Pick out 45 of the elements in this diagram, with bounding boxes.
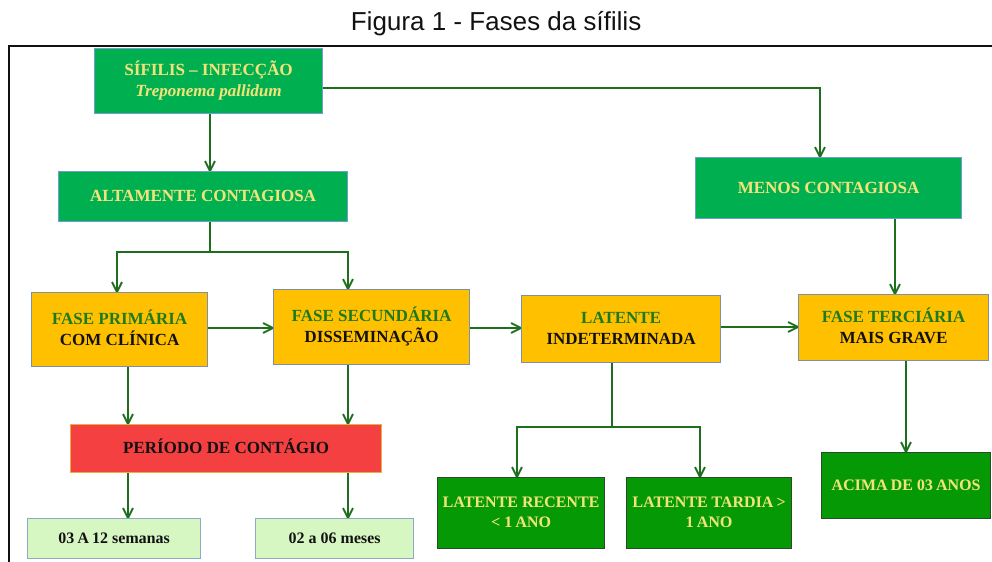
process-box	[437, 477, 605, 549]
process-box	[798, 294, 989, 361]
process-box	[255, 518, 414, 559]
box-text: MAIS GRAVE	[840, 328, 948, 348]
box-text: FASE PRIMÁRIA	[52, 308, 188, 330]
arrow	[122, 367, 134, 425]
arrow	[470, 322, 522, 334]
box-text: COM CLÍNICA	[60, 330, 180, 350]
process-box	[27, 518, 201, 559]
arrow	[342, 365, 354, 425]
arrow	[323, 87, 826, 158]
figure-title: Figura 1 - Fases da sífilis	[350, 6, 642, 37]
box-text: Treponema pallidum	[135, 81, 282, 102]
arrow	[209, 222, 354, 290]
process-box	[626, 477, 792, 549]
box-text: INDETERMINADA	[546, 329, 696, 350]
process-box	[695, 157, 962, 219]
process-box	[821, 452, 991, 519]
box-text: 02 a 06 meses	[288, 528, 380, 548]
box-text: 03 A 12 semanas	[58, 528, 170, 548]
process-box	[273, 289, 470, 365]
box-text: ALTAMENTE CONTAGIOSA	[90, 186, 316, 207]
box-text: MENOS CONTAGIOSA	[738, 178, 920, 198]
process-box	[521, 295, 721, 363]
arrow	[204, 114, 216, 172]
arrow	[122, 473, 134, 519]
process-box	[58, 171, 348, 222]
process-box	[94, 48, 323, 114]
box-text: DISSEMINAÇÃO	[304, 327, 439, 348]
arrow	[208, 322, 274, 334]
box-text: SÍFILIS – INFECÇÃO	[124, 60, 293, 81]
process-box	[31, 292, 208, 367]
box-text: FASE SECUNDÁRIA	[292, 306, 452, 327]
arrow	[900, 361, 912, 453]
arrow	[342, 473, 354, 519]
box-text: FASE TERCIÁRIA	[822, 306, 966, 328]
box-text: LATENTE	[581, 308, 661, 329]
box-text: LATENTE RECENTE < 1 ANO	[442, 493, 600, 533]
box-text: ACIMA DE 03 ANOS	[832, 476, 980, 496]
arrow	[611, 363, 706, 478]
arrow	[889, 219, 901, 295]
process-box	[70, 424, 382, 473]
arrow	[721, 321, 799, 333]
box-text: PERÍODO DE CONTÁGIO	[123, 438, 329, 459]
box-text: LATENTE TARDIA > 1 ANO	[631, 493, 787, 533]
